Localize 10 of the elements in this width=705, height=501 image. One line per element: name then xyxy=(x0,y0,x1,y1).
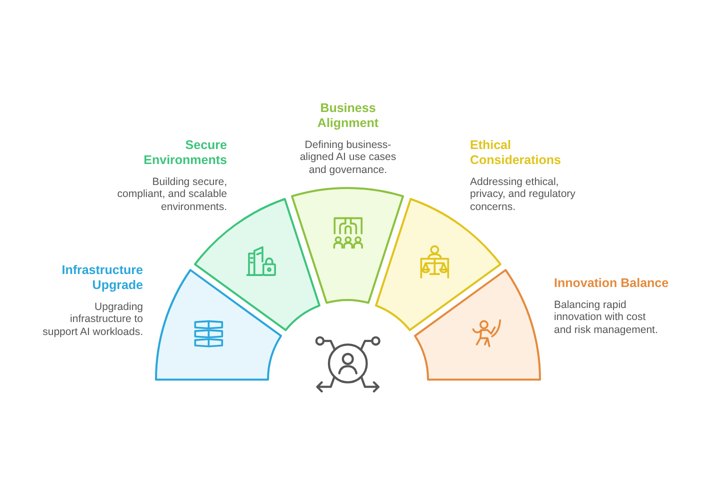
segment-title: Ethical Considerations xyxy=(470,138,562,168)
segment-title: Infrastructure Upgrade xyxy=(60,263,143,293)
segment-description: Addressing ethical, privacy, and regulatory concerns. xyxy=(470,176,576,214)
segment-description: Balancing rapid innovation with cost and risk management. xyxy=(554,298,659,336)
segment-description: Defining business-aligned AI use cases and governance. xyxy=(298,139,397,176)
segment-title: Business Alignment xyxy=(316,101,380,131)
segment-title: Innovation Balance xyxy=(554,276,670,291)
segment-description: Upgrading infrastructure to support AI workloads. xyxy=(42,301,143,338)
segment-description: Building secure, compliant, and scalable environments. xyxy=(116,176,227,214)
segment-title: Secure Environments xyxy=(142,138,227,168)
